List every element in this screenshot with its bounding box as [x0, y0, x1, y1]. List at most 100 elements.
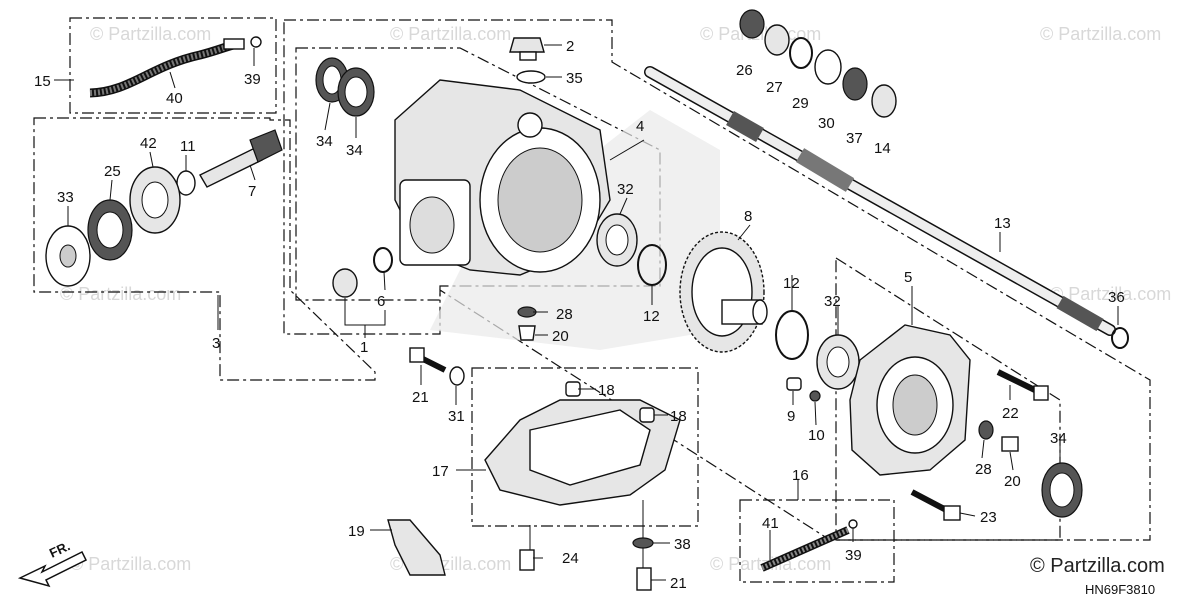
bearing-32-lower	[816, 334, 860, 390]
ring-gear-8	[679, 231, 768, 353]
watermark: © Partzilla.com	[1050, 284, 1171, 304]
washer-27	[764, 24, 790, 56]
plug-20-center	[518, 325, 536, 341]
bolt-24	[519, 549, 535, 571]
callout-11: 11	[180, 138, 196, 155]
pinion-shaft-7	[199, 129, 283, 188]
callout-39: 39	[244, 71, 261, 88]
brand-label: © Partzilla.com	[1030, 555, 1165, 577]
direction-label: FR.	[47, 538, 72, 560]
watermark: © Partzilla.com	[60, 284, 181, 304]
callout-8: 8	[744, 208, 752, 225]
callout-32: 32	[617, 181, 634, 198]
callout-5: 5	[904, 269, 912, 286]
watermark: © Partzilla.com	[390, 24, 511, 44]
callout-40: 40	[166, 90, 183, 107]
callout-4: 4	[636, 118, 644, 135]
callout-16: 16	[792, 467, 809, 484]
bearing-42	[129, 166, 181, 234]
callout-41: 41	[762, 515, 779, 532]
gear-case-4	[394, 79, 611, 276]
group-box-16	[739, 499, 895, 583]
group-box-17	[471, 367, 699, 527]
callout-23: 23	[980, 509, 997, 526]
bolt-21-left-head	[409, 347, 425, 363]
callout-1: 1	[360, 339, 368, 356]
front-direction-arrow: FR.	[17, 538, 88, 588]
callout-19: 19	[348, 523, 365, 540]
callout-21: 21	[670, 575, 687, 592]
nut-25	[87, 199, 133, 261]
bolt-23-head	[943, 505, 961, 521]
callout-28: 28	[556, 306, 573, 323]
tube-41	[760, 526, 850, 572]
washer-38	[632, 537, 654, 549]
callout-28: 28	[975, 461, 992, 478]
callout-39: 39	[845, 547, 862, 564]
callout-27: 27	[766, 79, 783, 96]
callout-13: 13	[994, 215, 1011, 232]
grommet-18a	[565, 381, 581, 397]
shaft-hardware	[739, 9, 897, 118]
callout-21: 21	[412, 389, 429, 406]
grommet-18b	[639, 407, 655, 423]
callout-20: 20	[552, 328, 569, 345]
callout-29: 29	[792, 95, 809, 112]
callout-2: 2	[566, 38, 574, 55]
plug-2	[509, 37, 545, 53]
bushing-1	[332, 268, 358, 298]
washer-28-right	[978, 420, 994, 440]
callout-33: 33	[57, 189, 74, 206]
callout-12: 12	[643, 308, 660, 325]
washer-29	[789, 37, 813, 69]
washer-10	[809, 390, 821, 402]
callout-15: 15	[34, 73, 51, 90]
group-box-4	[295, 47, 661, 301]
callout-34: 34	[316, 133, 333, 150]
bearing-14	[871, 84, 897, 118]
callout-35: 35	[566, 70, 583, 87]
callout-26: 26	[736, 62, 753, 79]
group-box-5	[835, 256, 1061, 541]
watermark: © Partzilla.com	[70, 554, 191, 574]
callout-7: 7	[248, 183, 256, 200]
clip-39-top	[250, 36, 262, 48]
clip-39-bottom	[848, 519, 858, 529]
bolt-22-head	[1033, 385, 1049, 401]
bracket-19	[387, 519, 446, 576]
callout-36: 36	[1108, 289, 1125, 306]
washer-31	[449, 366, 465, 386]
group-box-15	[69, 17, 277, 114]
callout-42: 42	[140, 135, 157, 152]
diagram-code: HN69F3810	[1085, 582, 1155, 597]
breather-tube-40-texture	[89, 41, 241, 96]
callout-22: 22	[1002, 405, 1019, 422]
callout-20: 20	[1004, 473, 1021, 490]
callout-18: 18	[598, 382, 615, 399]
callout-10: 10	[808, 427, 825, 444]
callout-24: 24	[562, 550, 579, 567]
dowel-9	[786, 377, 802, 391]
callout-32: 32	[824, 293, 841, 310]
drive-shaft-13	[644, 66, 1116, 336]
callout-38: 38	[674, 536, 691, 553]
side-cover-5	[849, 324, 971, 476]
callout-6: 6	[377, 293, 385, 310]
bolt-21-bottom	[636, 567, 652, 591]
callout-34: 34	[1050, 430, 1067, 447]
callout-31: 31	[448, 408, 465, 425]
callout-30: 30	[818, 115, 835, 132]
callout-37: 37	[846, 130, 863, 147]
callout-25: 25	[104, 163, 121, 180]
callout-3: 3	[212, 335, 220, 352]
bearing-32-upper	[596, 213, 638, 267]
plug-2-thread	[519, 51, 537, 61]
callout-14: 14	[874, 140, 891, 157]
callout-17: 17	[432, 463, 449, 480]
watermark: © Partzilla.com	[1040, 24, 1161, 44]
flange-33	[45, 225, 91, 287]
seal-34-right	[1041, 462, 1083, 518]
